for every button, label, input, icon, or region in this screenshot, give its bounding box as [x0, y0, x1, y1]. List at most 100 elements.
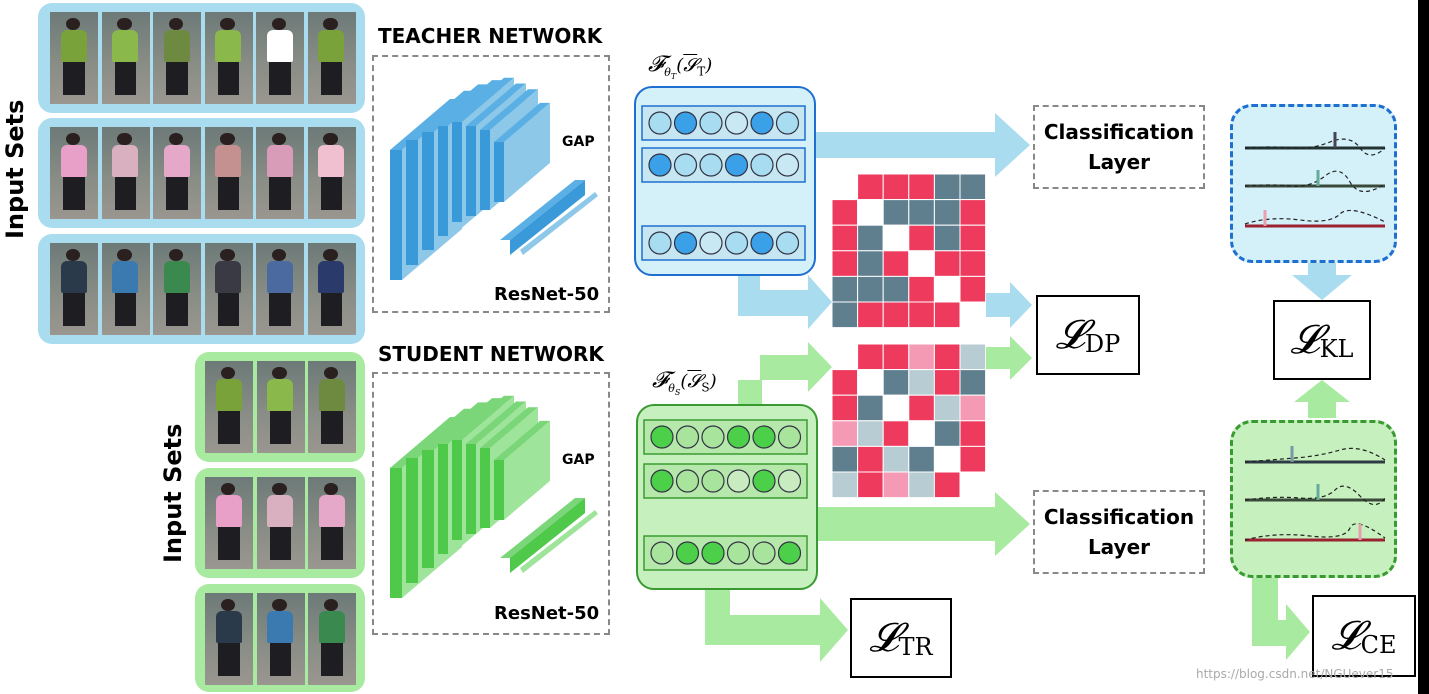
matrix-cell-2-3 [882, 199, 910, 226]
feature-node-3-5 [752, 541, 776, 565]
matrix-cell-5-1 [832, 445, 859, 473]
feature-node-3-2 [673, 231, 698, 255]
matrix-cell-5-3 [882, 275, 910, 303]
student-feature-rows [643, 419, 808, 571]
student-distribution-curves [1244, 446, 1386, 542]
matrix-cell-3-4 [908, 224, 935, 252]
matrix-cell-2-4 [908, 199, 935, 226]
feature-node-3-2 [675, 541, 700, 565]
teacher-person-image-3-5 [256, 243, 304, 335]
feature-node-1-4 [726, 425, 751, 449]
feature-node-1-1 [650, 425, 674, 449]
matrix-cell-5-2 [857, 445, 884, 473]
matrix-cell-1-1 [832, 174, 859, 201]
matrix-cell-6-3 [882, 301, 910, 329]
layer-front-8 [494, 142, 504, 202]
teacher-resnet-layers [390, 77, 598, 280]
matrix-cell-1-3 [882, 344, 910, 371]
feature-node-3-4 [726, 541, 751, 565]
loss-ce-symbol: 𝓛 [1331, 613, 1361, 659]
layer-front-5 [452, 122, 462, 222]
gap-bar-shadow [520, 510, 598, 573]
feature-node-1-2 [675, 425, 700, 449]
matrix-cell-3-6 [959, 224, 986, 252]
layer-front-3 [422, 132, 434, 250]
feature-node-2-1 [648, 153, 672, 177]
teacher-person-image-3-6 [307, 243, 356, 335]
loss-kl-symbol: 𝓛 [1290, 317, 1320, 363]
layer-side-8 [504, 102, 550, 202]
feature-node-1-5 [752, 425, 776, 449]
matrix-cell-6-3 [882, 471, 910, 499]
student-resnet-label: ResNet-50 [494, 603, 600, 624]
layer-top-5 [452, 77, 514, 122]
matrix-cell-5-2 [857, 275, 884, 303]
student-person-image-3-1 [205, 593, 253, 685]
teacher-feature-rows [641, 105, 806, 261]
matrix-cell-6-1 [832, 471, 859, 499]
feature-node-1-4 [724, 111, 749, 135]
feature-node-3-3 [701, 541, 725, 565]
teacher-person-image-2-1 [50, 127, 98, 219]
layer-front-6 [466, 444, 476, 534]
matrix-cell-5-5 [933, 275, 961, 303]
gap-bar-front [510, 180, 585, 255]
feature-node-2-2 [673, 153, 698, 177]
layer-front-1 [390, 150, 402, 280]
matrix-cell-5-6 [959, 275, 986, 303]
layer-front-3 [422, 450, 434, 568]
matrix-cell-4-1 [832, 420, 859, 447]
feature-node-2-2 [675, 469, 700, 493]
teacher-distance-matrix [832, 174, 986, 329]
teacher-person-image-2-3 [153, 127, 201, 219]
student-resnet-layers [390, 395, 598, 598]
feature-node-2-3 [701, 469, 725, 493]
teacher-resnet-label: ResNet-50 [494, 284, 600, 305]
student-person-image-1-1 [205, 361, 253, 453]
matrix-cell-4-5 [933, 420, 961, 447]
layer-top-6 [466, 401, 526, 444]
arrow-student-matrix-to-dp [986, 336, 1032, 380]
layer-front-2 [406, 458, 418, 583]
matrix-cell-3-5 [933, 224, 961, 252]
feature-node-2-4 [724, 153, 749, 177]
layer-front-4 [438, 444, 448, 554]
matrix-cell-2-1 [832, 369, 859, 396]
matrix-cell-3-3 [882, 394, 910, 422]
feature-node-1-3 [701, 425, 725, 449]
matrix-cell-6-4 [908, 471, 935, 499]
student-person-image-2-1 [205, 477, 253, 569]
matrix-cell-6-5 [933, 471, 961, 499]
matrix-cell-4-1 [832, 250, 859, 277]
arrow-student-dist-to-kl [1294, 380, 1350, 418]
feature-node-1-5 [750, 111, 774, 135]
matrix-cell-4-4 [908, 250, 935, 277]
arrow-student-dist-to-ce [1252, 578, 1310, 660]
matrix-cell-4-2 [857, 420, 884, 447]
loss-tr-symbol: 𝓛 [869, 615, 899, 661]
matrix-cell-2-4 [908, 369, 935, 396]
gap-bar-front [510, 498, 585, 573]
teacher-gap-label: GAP [562, 134, 595, 150]
teacher-person-image-2-6 [307, 127, 356, 219]
layer-front-6 [466, 126, 476, 216]
student-person-image-3-3 [308, 593, 356, 685]
feature-node-1-1 [648, 111, 672, 135]
matrix-cell-6-6 [959, 471, 986, 499]
student-network-title: STUDENT NETWORK [378, 342, 604, 366]
matrix-cell-5-4 [908, 275, 935, 303]
matrix-cell-2-2 [857, 369, 884, 396]
feature-node-2-6 [775, 153, 800, 177]
matrix-cell-6-5 [933, 301, 961, 329]
feature-node-2-4 [726, 469, 751, 493]
matrix-cell-3-3 [882, 224, 910, 252]
layer-front-7 [480, 448, 490, 528]
gap-bar-top [500, 498, 585, 558]
classification-bottom-line1: Classification [1043, 505, 1195, 529]
matrix-cell-4-4 [908, 420, 935, 447]
layer-front-4 [438, 126, 448, 236]
teacher-person-image-3-1 [50, 243, 98, 335]
